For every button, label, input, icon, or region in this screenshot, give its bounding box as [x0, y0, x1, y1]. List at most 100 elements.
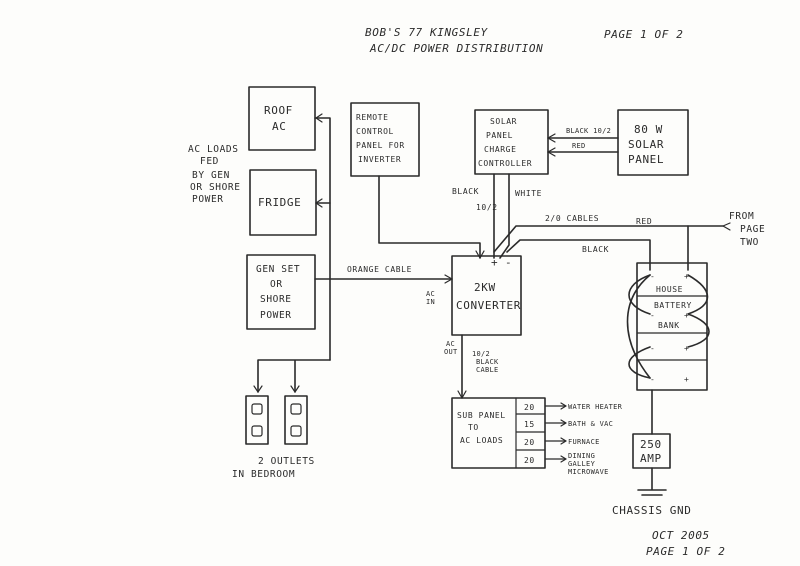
red-2-0-cable: [493, 225, 724, 253]
red-2-label: RED: [636, 217, 652, 226]
from-page-two-2: PAGE: [740, 224, 765, 235]
cc-label-3: CHARGE: [484, 145, 517, 154]
genset-label-1: GEN SET: [256, 264, 300, 275]
svg-text:-: -: [650, 311, 655, 320]
svg-text:+: +: [684, 272, 689, 281]
arrow-fridge: [315, 198, 323, 208]
svg-text:+: +: [684, 344, 689, 353]
cc-label-4: CONTROLLER: [478, 159, 532, 168]
battery-terminal-marks: - + - + - + - +: [650, 272, 689, 384]
solar-label-1: 80 W: [634, 123, 663, 136]
battery-series-loop: [626, 274, 651, 379]
from-page-two-1: FROM: [729, 211, 754, 222]
ground-symbol: [637, 467, 667, 496]
subpanel-box: [451, 397, 546, 469]
red-label-solar: RED: [572, 142, 586, 150]
breaker-feed-lines: [544, 405, 567, 460]
footer-date: OCT 2005: [652, 529, 710, 542]
svg-text:AC LOADS: AC LOADS: [188, 144, 239, 155]
charge-controller-box: [474, 109, 549, 175]
breaker-4-load-2: GALLEY: [568, 460, 596, 468]
subpanel-dividers: [515, 397, 546, 469]
converter-minus: -: [505, 256, 512, 269]
title-line-2: AC/DC POWER DISTRIBUTION: [369, 42, 543, 55]
solar-arrows: [547, 133, 556, 157]
title-line-1: BOB'S 77 KINGSLEY: [365, 26, 489, 39]
breaker-2-load: BATH & VAC: [568, 420, 613, 428]
outlets-label-2: IN BEDROOM: [232, 469, 295, 480]
subpanel-label-3: AC LOADS: [460, 436, 503, 445]
breaker-4-amps: 20: [524, 456, 535, 465]
subpanel-label-1: SUB PANEL: [457, 411, 506, 420]
battery-label-3: BANK: [658, 321, 680, 330]
battery-label-1: HOUSE: [656, 285, 683, 294]
ac-bus-line: [314, 117, 331, 361]
black-cable-label-3: CABLE: [476, 366, 499, 374]
outlet-arrows: [253, 385, 300, 393]
gauge-label-cc: 10/2: [476, 203, 498, 212]
roof-ac-label-1: ROOF: [264, 104, 293, 117]
outlet-1-socket-b: [251, 425, 263, 437]
ac-loads-note: AC LOADS FED BY GEN OR SHORE POWER: [188, 144, 241, 205]
breaker-list: 20 15 20 20 WATER HEATER BATH & VAC FURN…: [524, 402, 623, 476]
breaker-arrows: [560, 402, 567, 463]
converter-label-1: 2KW: [474, 281, 496, 294]
remote-arrow: [475, 250, 485, 259]
black-2-label: BLACK: [582, 245, 609, 254]
orange-cable-label: ORANGE CABLE: [347, 265, 412, 274]
black-2-0-cable: [506, 239, 651, 271]
converter-plus: +: [491, 256, 498, 269]
svg-text:FED: FED: [200, 156, 219, 167]
genset-label-4: POWER: [260, 310, 292, 321]
from-page-two-3: TWO: [740, 237, 759, 248]
black-10-2-label: BLACK 10/2: [566, 127, 611, 135]
solar-to-cc-lines: [547, 137, 619, 153]
svg-text:+: +: [684, 311, 689, 320]
remote-panel-label-3: PANEL FOR: [356, 141, 405, 150]
genset-label-3: SHORE: [260, 294, 292, 305]
battery-label-2: BATTERY: [654, 301, 692, 310]
cc-label-1: SOLAR: [490, 117, 517, 126]
svg-text:POWER: POWER: [192, 194, 224, 205]
outlet-2-socket-b: [290, 425, 302, 437]
svg-text:BY GEN: BY GEN: [192, 170, 230, 181]
ac-out-label-2: OUT: [444, 348, 458, 356]
roof-ac-box: [248, 86, 316, 151]
outlet-1: [245, 395, 269, 445]
breaker-4-load-1: DINING: [568, 452, 595, 460]
breaker-2-amps: 15: [524, 420, 535, 429]
subpanel-label-2: TO: [468, 423, 479, 432]
converter-box: [451, 255, 522, 336]
outlet-feed-lines: [257, 359, 331, 393]
arrow-roof-ac: [315, 113, 323, 123]
black-cable-label-1: 10/2: [472, 350, 490, 358]
svg-text:OR SHORE: OR SHORE: [190, 182, 241, 193]
remote-panel-box: [350, 102, 420, 177]
genset-label-2: OR: [270, 279, 283, 290]
converter-label-2: CONVERTER: [456, 299, 521, 312]
roof-ac-label-2: AC: [272, 120, 286, 133]
svg-text:-: -: [650, 375, 655, 384]
breaker-1-load: WATER HEATER: [568, 403, 623, 411]
fuse-label-2: AMP: [640, 452, 662, 465]
white-label-cc: WHITE: [515, 189, 542, 198]
ac-out-label-1: AC: [446, 340, 455, 348]
battery-dividers: [636, 295, 708, 361]
solar-panel-box: [617, 109, 689, 176]
chassis-gnd-label: CHASSIS GND: [612, 504, 691, 517]
cc-to-converter-lines: [493, 173, 510, 259]
remote-panel-label-2: CONTROL: [356, 127, 394, 136]
svg-text:+: +: [684, 375, 689, 384]
solar-label-3: PANEL: [628, 153, 664, 166]
breaker-4-load-3: MICROWAVE: [568, 468, 609, 476]
remote-panel-label-1: REMOTE: [356, 113, 389, 122]
remote-to-converter-line: [378, 175, 481, 259]
remote-panel-label-4: INVERTER: [358, 155, 401, 164]
outlets-label-1: 2 OUTLETS: [258, 456, 315, 467]
outlet-1-socket-a: [251, 403, 263, 415]
battery-jumper-cables: [628, 274, 710, 379]
outlet-2: [284, 395, 308, 445]
svg-text:-: -: [650, 272, 655, 281]
outlet-2-socket-a: [290, 403, 302, 415]
